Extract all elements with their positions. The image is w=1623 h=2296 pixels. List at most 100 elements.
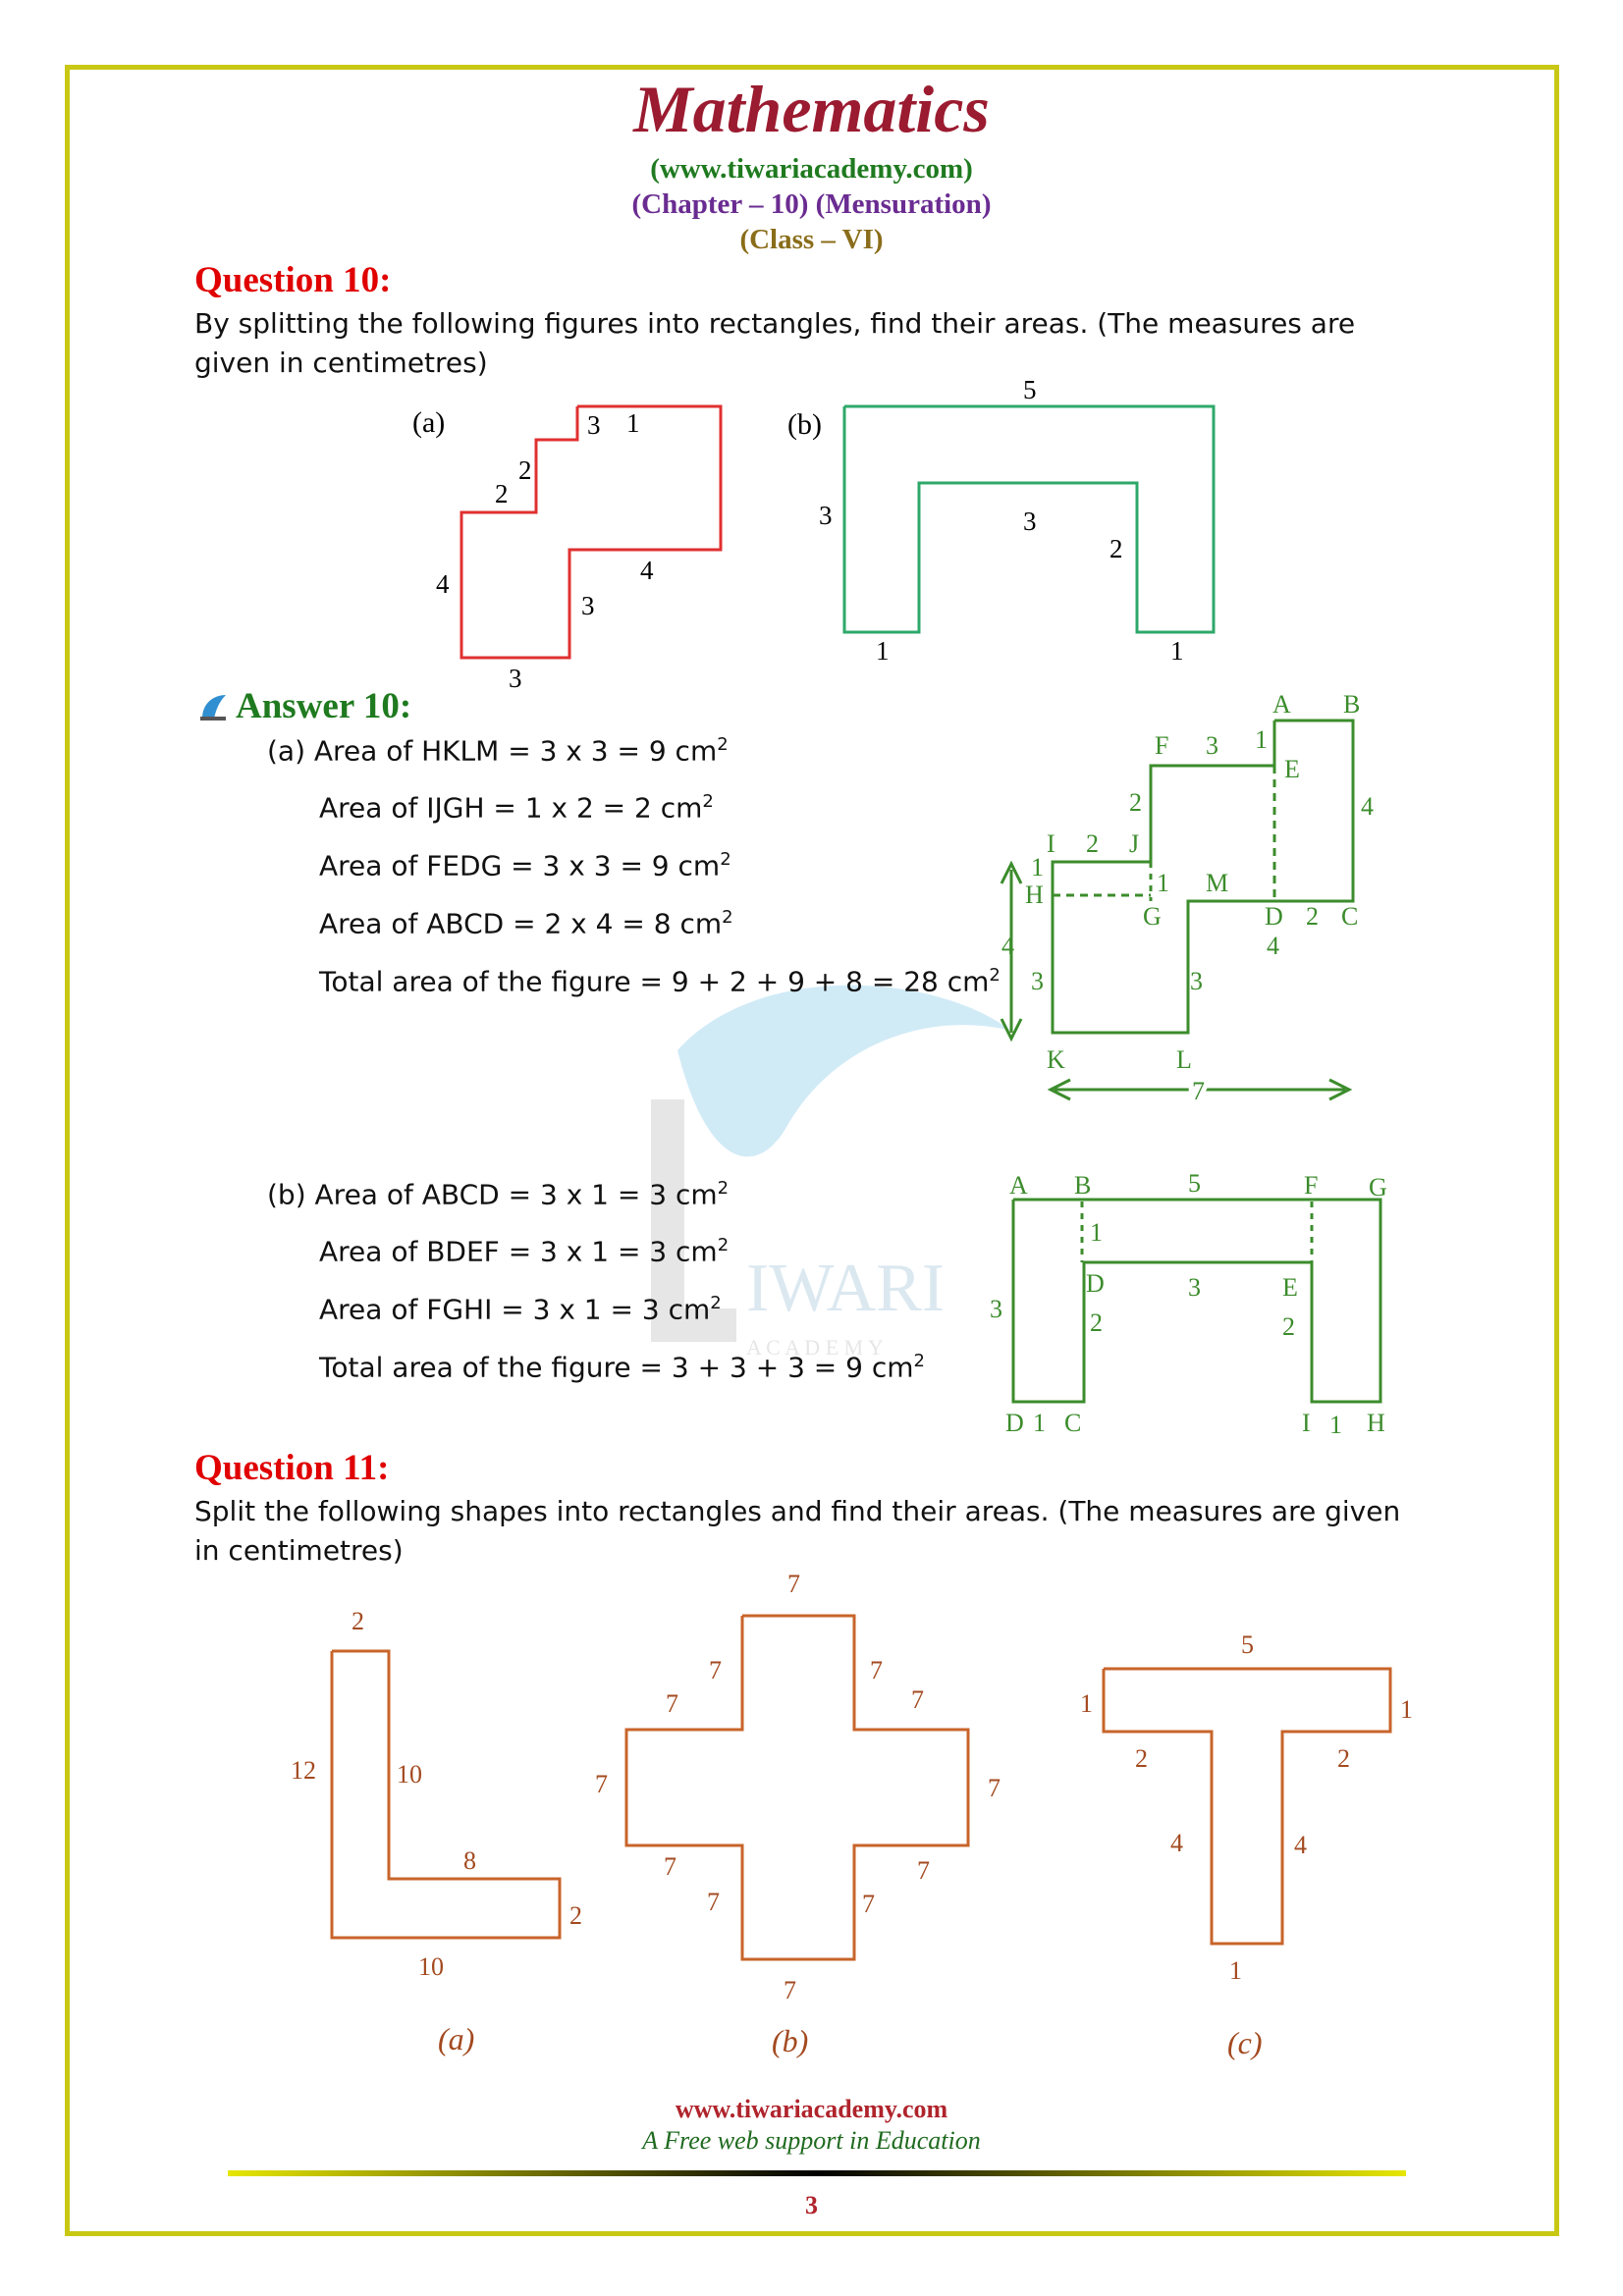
q10-fig-a-dim: 1: [626, 408, 640, 438]
q11-fig-a-label: (a): [438, 2021, 474, 2056]
q10-fig-a-dim: 2: [518, 455, 532, 485]
q10-fig-b-dim: 1: [1170, 636, 1184, 666]
diagram-b-label: A: [1009, 1171, 1028, 1200]
diagram-a-label: 3: [1031, 967, 1044, 995]
q10-fig-a-dim: 3: [581, 591, 595, 620]
diagram-b-label: I: [1302, 1409, 1311, 1437]
q11-figure-b: 7 7 7 7 7 7 7 7 7 7 7 7 (b): [595, 1570, 1001, 2058]
diagram-a-label: C: [1341, 902, 1358, 931]
q11-fig-c-label: (c): [1227, 2025, 1263, 2060]
diagram-a-label: G: [1143, 902, 1162, 931]
q10-fig-b-dim: 2: [1109, 534, 1123, 563]
q10-fig-a-dim: 4: [640, 556, 654, 585]
diagram-a-label: 2: [1306, 902, 1319, 931]
diagram-a-label: 1: [1157, 869, 1169, 897]
q11-fig-c-dim: 1: [1080, 1689, 1093, 1718]
tiwari-watermark-icon: IWARI A C A D E M Y: [651, 985, 1011, 1360]
header-chapter: (Chapter – 10) (Mensuration): [631, 188, 992, 220]
diagram-a-label: 4: [1001, 932, 1014, 960]
q11-fig-b-dim: 7: [666, 1689, 678, 1718]
diagram-a-label: K: [1047, 1045, 1065, 1074]
answer-10-heading: Answer 10:: [236, 686, 412, 726]
tiwari-logo-icon: [200, 695, 226, 721]
answer-10a-line-3: Area of FEDG = 3 x 3 = 9 cm2: [319, 849, 731, 882]
q11-fig-b-dim: 7: [870, 1656, 883, 1684]
q10-fig-a-dim: 3: [587, 410, 601, 440]
q11-fig-b-label: (b): [772, 2023, 808, 2058]
diagram-b-label: F: [1304, 1171, 1318, 1200]
q10-fig-b-label: (b): [787, 408, 822, 441]
question-11-heading: Question 11:: [194, 1448, 390, 1488]
diagram-a-label: 1: [1031, 853, 1044, 881]
q11-fig-a-dim: 8: [463, 1846, 476, 1875]
answer-10a-line-2: Area of IJGH = 1 x 2 = 2 cm2: [319, 791, 714, 825]
answer-10a-total: Total area of the figure = 9 + 2 + 9 + 8…: [319, 965, 1001, 998]
q11-fig-c-dim: 1: [1229, 1956, 1242, 1985]
footer-website: www.tiwariacademy.com: [675, 2095, 948, 2123]
diagram-b-label: D: [1086, 1269, 1105, 1298]
answer-10b-diagram: A B 5 F G 1 D 3 E 3 2 2 D 1 C I 1 H: [990, 1169, 1387, 1439]
q10-fig-b-dim: 1: [876, 636, 890, 666]
diagram-b-label: 5: [1188, 1169, 1201, 1198]
diagram-b-label: G: [1369, 1173, 1387, 1201]
q10-fig-a-dim: 4: [436, 569, 450, 599]
q11-fig-b-dim: 7: [787, 1570, 800, 1598]
diagram-a-label: E: [1284, 755, 1300, 783]
diagram-a-label: 4: [1267, 932, 1279, 960]
answer-10b-line-1: (b) Area of ABCD = 3 x 1 = 3 cm2: [267, 1178, 730, 1211]
q11-fig-a-dim: 2: [352, 1607, 364, 1635]
diagram-a-label: I: [1047, 829, 1055, 858]
diagram-a-label: 3: [1190, 967, 1203, 995]
q11-fig-a-dim: 10: [397, 1760, 422, 1789]
answer-10a-line-1: (a) Area of HKLM = 3 x 3 = 9 cm2: [267, 734, 729, 768]
diagram-b-label: H: [1367, 1409, 1385, 1437]
q10-figure-a: (a) 3 1 2 2 4 4 3 3: [412, 404, 723, 693]
q11-fig-b-dim: 7: [784, 1976, 796, 2004]
q11-fig-c-dim: 4: [1170, 1829, 1183, 1857]
diagram-b-label: 2: [1090, 1308, 1103, 1337]
q11-figure-c: 5 1 1 2 2 4 4 1 (c): [1080, 1630, 1413, 2060]
diagram-b-label: 2: [1282, 1312, 1295, 1341]
diagram-a-label: A: [1272, 690, 1291, 719]
q11-fig-c-dim: 4: [1294, 1831, 1307, 1859]
q11-fig-c-dim: 2: [1135, 1744, 1148, 1773]
page-border: [65, 65, 1559, 2236]
q11-fig-a-dim: 2: [569, 1901, 582, 1930]
diagram-a-label: 3: [1206, 731, 1218, 760]
answer-10b-line-3: Area of FGHI = 3 x 1 = 3 cm2: [319, 1293, 722, 1326]
q11-fig-a-dim: 12: [291, 1756, 316, 1785]
q11-fig-b-dim: 7: [709, 1656, 722, 1684]
q11-fig-b-dim: 7: [707, 1888, 720, 1916]
diagram-b-label: D: [1005, 1409, 1024, 1437]
q11-fig-b-dim: 7: [988, 1774, 1001, 1802]
q11-fig-c-dim: 5: [1241, 1630, 1254, 1659]
q11-fig-a-dim: 10: [418, 1952, 444, 1981]
question-11-text: Split the following shapes into rectangl…: [194, 1495, 1401, 1567]
answer-10b-total: Total area of the figure = 3 + 3 + 3 = 9…: [319, 1351, 925, 1384]
diagram-b-label: 1: [1329, 1411, 1342, 1439]
diagram-a-label: 7: [1192, 1077, 1205, 1105]
diagram-a-label: D: [1265, 902, 1283, 931]
diagram-a-label: 4: [1361, 792, 1374, 821]
diagram-a-label: M: [1206, 869, 1228, 897]
q10-fig-b-dim: 3: [1023, 507, 1037, 536]
q10-figure-b: (b) 5 3 3 2 1 1: [787, 375, 1216, 666]
q11-fig-b-dim: 7: [917, 1856, 930, 1885]
watermark-text: IWARI: [746, 1251, 945, 1326]
diagram-b-label: 1: [1033, 1409, 1046, 1437]
diagram-a-label: 2: [1129, 788, 1142, 817]
q11-fig-b-dim: 7: [911, 1685, 924, 1714]
header-website: (www.tiwariacademy.com): [650, 153, 973, 185]
question-10-heading: Question 10:: [194, 260, 392, 300]
q10-fig-a-dim: 3: [509, 664, 522, 693]
q11-fig-b-dim: 7: [664, 1852, 676, 1881]
q10-fig-a-dim: 2: [495, 479, 509, 508]
header-class: (Class – VI): [739, 224, 884, 255]
q10-fig-b-dim: 3: [819, 501, 833, 530]
page-number: 3: [805, 2191, 818, 2219]
footer-tagline: A Free web support in Education: [642, 2126, 981, 2155]
q11-fig-c-dim: 2: [1337, 1744, 1350, 1773]
diagram-a-label: 2: [1086, 829, 1099, 858]
diagram-b-label: B: [1074, 1171, 1091, 1200]
watermark-subtext: A C A D E M Y: [746, 1335, 884, 1360]
